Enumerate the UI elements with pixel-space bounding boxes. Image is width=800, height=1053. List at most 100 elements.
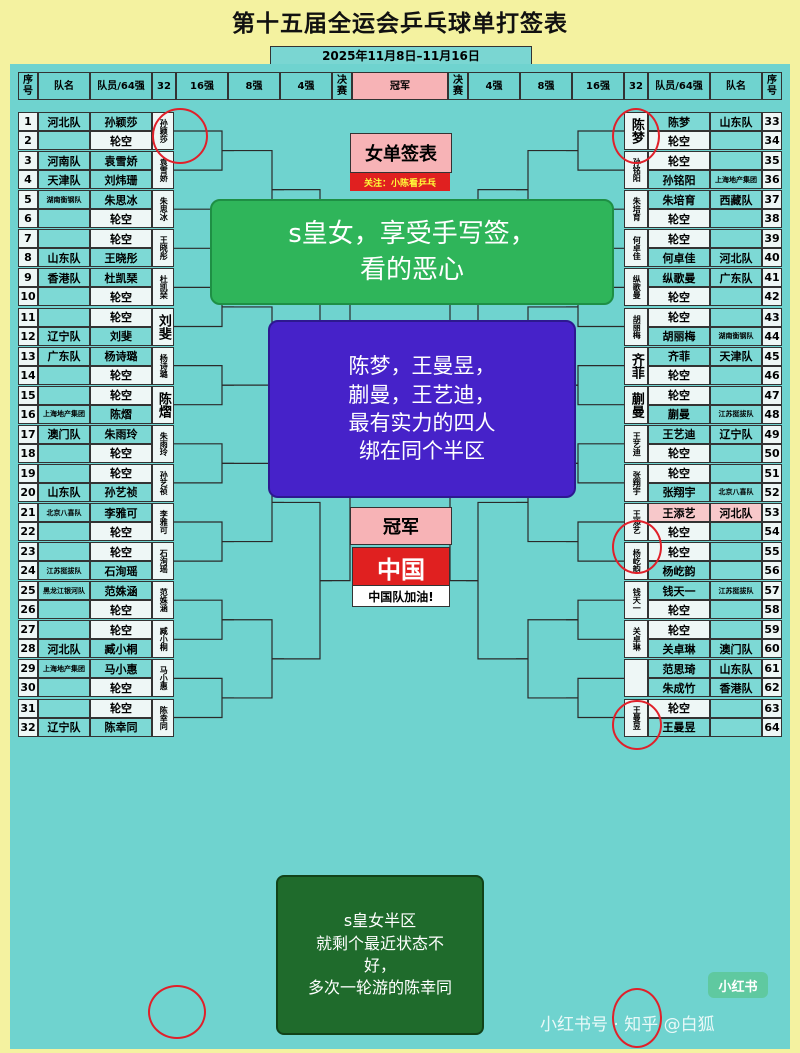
seed-number: 38 (762, 209, 782, 229)
team-name (38, 600, 90, 620)
player-name: 轮空 (90, 307, 152, 327)
seed-number: 57 (762, 581, 782, 601)
round32-player: 关卓琳 (624, 620, 648, 659)
team-name: 北京八喜队 (710, 482, 762, 502)
red-circle-annotation (152, 108, 208, 164)
round32-player: 张翔宇 (624, 463, 648, 502)
player-name: 轮空 (648, 287, 710, 307)
team-name (710, 131, 762, 150)
team-name: 香港队 (38, 268, 90, 288)
player-name: 袁雪娇 (90, 151, 152, 171)
comment-line: 绑在同个半区 (359, 439, 485, 464)
team-name (710, 307, 762, 327)
round32-player: 石洵瑶 (152, 542, 174, 581)
team-name (710, 717, 762, 737)
player-name: 蒯曼 (648, 404, 710, 424)
round32-player: 纵歌曼 (624, 268, 648, 307)
comment-line: 就剩个最近状态不 (315, 933, 444, 953)
team-name: 山东队 (710, 112, 762, 131)
player-name: 钱天一 (648, 581, 710, 601)
round32-player: 陈熠 (152, 385, 174, 424)
team-name: 山东队 (38, 248, 90, 268)
column-header: 4强 (468, 72, 520, 100)
seed-number: 20 (18, 482, 38, 502)
team-name (38, 698, 90, 718)
seed-number: 18 (18, 443, 38, 463)
player-name: 关卓琳 (648, 639, 710, 659)
seed-number: 12 (18, 326, 38, 346)
team-name: 北京八喜队 (38, 503, 90, 522)
player-name: 孙艺祯 (90, 482, 152, 502)
seed-number: 64 (762, 717, 782, 737)
team-name: 江苏挺拔队 (710, 404, 762, 424)
team-name: 河北队 (38, 639, 90, 659)
round32-player: 钱天一 (624, 581, 648, 620)
round32-player: 朱培育 (624, 190, 648, 229)
team-name (38, 209, 90, 229)
column-header: 决赛 (332, 72, 352, 100)
round32-player: 齐菲 (624, 346, 648, 385)
team-name (710, 561, 762, 581)
seed-number: 61 (762, 659, 782, 679)
seed-number: 6 (18, 209, 38, 229)
team-name: 黑龙江银河队 (38, 581, 90, 601)
seed-number: 51 (762, 463, 782, 483)
player-name: 王添艺 (648, 503, 710, 522)
player-name: 朱雨玲 (90, 424, 152, 444)
seed-number: 59 (762, 620, 782, 640)
seed-number: 11 (18, 307, 38, 327)
comment-box-dark-green: s皇女半区 就剩个最近状态不 好， 多次一轮游的陈幸同 (276, 875, 484, 1035)
player-name: 朱思冰 (90, 190, 152, 210)
column-header: 队员/64强 (90, 72, 152, 100)
column-header: 序号 (18, 72, 38, 100)
seed-number: 44 (762, 326, 782, 346)
team-name: 河北队 (710, 503, 762, 522)
seed-number: 30 (18, 678, 38, 698)
player-name: 轮空 (648, 229, 710, 249)
player-name: 轮空 (90, 698, 152, 718)
team-name (38, 522, 90, 541)
player-name: 轮空 (648, 209, 710, 229)
player-name: 臧小桐 (90, 639, 152, 659)
team-name (710, 151, 762, 171)
player-name: 范思琦 (648, 659, 710, 679)
round32-player: 马小惠 (152, 659, 174, 698)
player-name: 杜凯琹 (90, 268, 152, 288)
player-name: 何卓佳 (648, 248, 710, 268)
team-name: 辽宁队 (710, 424, 762, 444)
seed-number: 37 (762, 190, 782, 210)
xhs-badge: 小红书 (708, 972, 768, 998)
team-name: 河南队 (38, 151, 90, 171)
seed-number: 39 (762, 229, 782, 249)
round32-player: 胡丽梅 (624, 307, 648, 346)
champion-name: 中国 (352, 547, 450, 587)
seed-number: 33 (762, 112, 782, 131)
seed-number: 14 (18, 365, 38, 385)
player-name: 李雅可 (90, 503, 152, 522)
seed-number: 28 (18, 639, 38, 659)
team-name (710, 229, 762, 249)
seed-number: 19 (18, 463, 38, 483)
seed-number: 26 (18, 600, 38, 620)
seed-number: 16 (18, 404, 38, 424)
seed-number: 15 (18, 385, 38, 405)
team-name: 辽宁队 (38, 717, 90, 737)
seed-number: 56 (762, 561, 782, 581)
comment-box-green: s皇女，享受手写签，看的恶心 (210, 199, 614, 305)
red-circle-annotation (612, 520, 662, 574)
player-name: 轮空 (90, 385, 152, 405)
team-name: 河北队 (38, 112, 90, 131)
round32-player: 刘斐 (152, 307, 174, 346)
seed-number: 49 (762, 424, 782, 444)
player-name: 王晓彤 (90, 248, 152, 268)
comment-line: s皇女半区 (343, 911, 417, 931)
player-name: 陈梦 (648, 112, 710, 131)
player-name: 陈幸同 (90, 717, 152, 737)
team-name: 上海地产集团 (710, 170, 762, 190)
player-name: 轮空 (648, 385, 710, 405)
player-name: 轮空 (90, 620, 152, 640)
player-name: 范姝涵 (90, 581, 152, 601)
seed-number: 60 (762, 639, 782, 659)
column-header: 32 (152, 72, 176, 100)
seed-number: 63 (762, 698, 782, 718)
